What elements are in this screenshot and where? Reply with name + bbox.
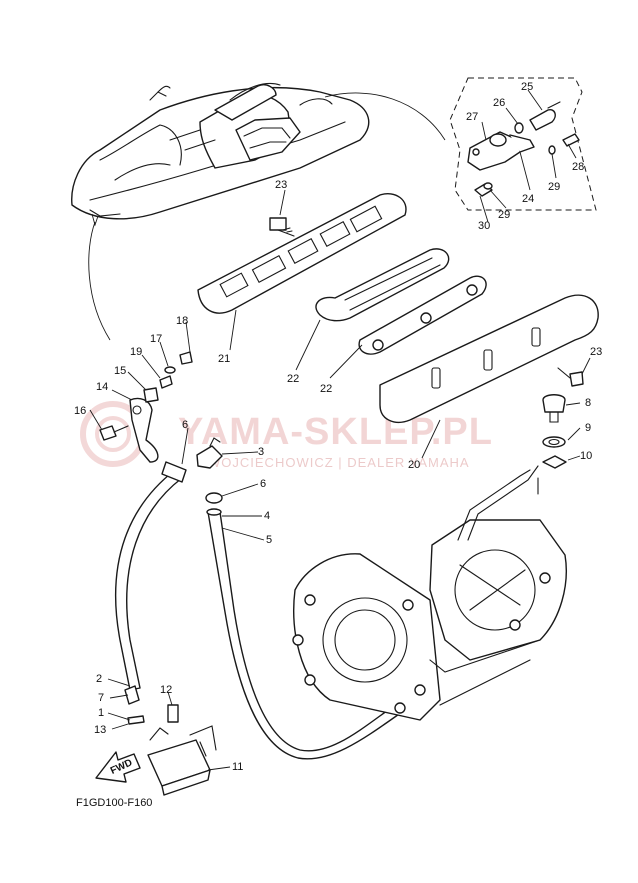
- thin-tube: [457, 465, 539, 541]
- callout-25: 25: [521, 81, 533, 93]
- lower-left-parts: [124, 685, 217, 796]
- detail-box: [449, 77, 597, 211]
- callout-13: 13: [94, 724, 106, 736]
- clamp-parts: [99, 351, 193, 463]
- callout-28: 28: [572, 161, 584, 173]
- callout-3: 3: [258, 446, 264, 458]
- callout-21: 21: [218, 353, 230, 365]
- callout-8: 8: [585, 397, 591, 409]
- callout-14: 14: [96, 381, 108, 393]
- callout-6-lower: 6: [260, 478, 266, 490]
- callout-30: 30: [478, 220, 490, 232]
- watermark-title: YAMA-SKLEP.PL: [178, 411, 493, 453]
- hose-2: [114, 461, 187, 691]
- watermark: YAMA-SKLEP.PL WOJCIECHOWICZ | DEALER YAM…: [80, 401, 493, 470]
- fitting-3: [196, 437, 223, 504]
- drain-plug-parts: [542, 394, 567, 469]
- callout-17: 17: [150, 333, 162, 345]
- callout-22-left: 22: [287, 373, 299, 385]
- watercraft-illustration: [71, 82, 370, 220]
- callout-7: 7: [98, 692, 104, 704]
- callout-6-upper: 6: [182, 419, 188, 431]
- callout-27: 27: [466, 111, 478, 123]
- callout-20: 20: [408, 459, 420, 471]
- callout-11: 11: [232, 761, 243, 773]
- diagram-code: F1GD100-F160: [76, 797, 152, 809]
- callout-9: 9: [585, 422, 591, 434]
- bracket-assembly: [467, 101, 580, 197]
- callout-4: 4: [264, 510, 270, 522]
- callout-10: 10: [580, 450, 592, 462]
- leader-lines: [89, 89, 591, 771]
- callout-23-upper: 23: [275, 179, 287, 191]
- callout-24: 24: [522, 193, 534, 205]
- watermark-subtitle: WOJCIECHOWICZ | DEALER YAMAHA: [208, 455, 470, 470]
- jet-pump-housing: [292, 519, 567, 721]
- callout-1: 1: [98, 707, 104, 719]
- callout-15: 15: [114, 365, 126, 377]
- callout-18: 18: [176, 315, 188, 327]
- callout-22-right: 22: [320, 383, 332, 395]
- callout-23-right: 23: [590, 346, 602, 358]
- callout-2: 2: [96, 673, 102, 685]
- bolt-23-upper: [269, 217, 295, 237]
- callout-labels: 23 21 22 22 20 23 8 9 10 18 17 19 15 14 …: [74, 81, 602, 773]
- callout-19: 19: [130, 346, 142, 358]
- callout-12: 12: [160, 684, 172, 696]
- callout-29-left: 29: [498, 209, 510, 221]
- bolt-23-right: [557, 367, 584, 387]
- callout-26: 26: [493, 97, 505, 109]
- callout-29-right: 29: [548, 181, 560, 193]
- callout-16: 16: [74, 405, 86, 417]
- fwd-arrow-icon: FWD: [95, 751, 141, 783]
- callout-5: 5: [266, 534, 272, 546]
- intake-duct-parts: [197, 193, 599, 423]
